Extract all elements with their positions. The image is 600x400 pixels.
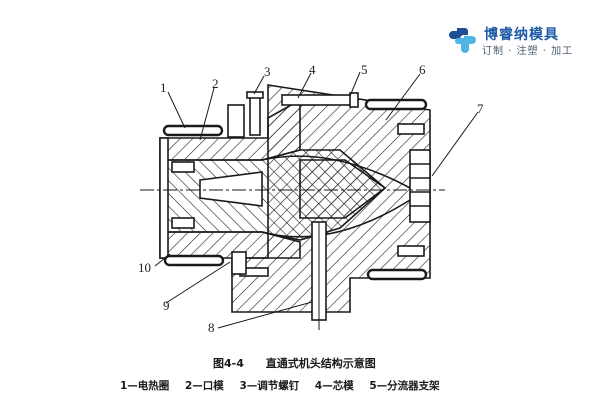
callout-9: 9 <box>163 298 170 313</box>
brand-name: 博睿纳模具 <box>484 27 559 43</box>
callout-7: 7 <box>477 101 484 116</box>
callout-10: 10 <box>138 260 151 275</box>
callout-6: 6 <box>419 62 426 77</box>
legend-item-5: 5—分流器支架 <box>369 380 440 392</box>
puzzle-cross-logo-icon <box>449 28 476 53</box>
callout-8: 8 <box>208 320 215 335</box>
figure-number: 图4-4 <box>213 357 244 370</box>
callout-5: 5 <box>361 62 368 77</box>
legend-item-2: 2—口模 <box>184 380 224 392</box>
callout-4: 4 <box>309 62 316 77</box>
legend-item-3: 3—调节螺钉 <box>239 380 300 392</box>
callout-3: 3 <box>264 64 271 79</box>
callout-1: 1 <box>160 80 167 95</box>
brand-logo: 博睿纳模具 订制 · 注塑 · 加工 <box>448 22 598 58</box>
figure-title: 直通式机头结构示意图 <box>265 357 376 370</box>
figure-caption: 图4-4 直通式机头结构示意图 <box>213 355 376 371</box>
parts-legend: 1—电热圈 2—口模 3—调节螺钉 4—芯模 5—分流器支架 <box>120 378 452 393</box>
legend-item-4: 4—芯模 <box>314 380 354 392</box>
brand-tagline: 订制 · 注塑 · 加工 <box>482 46 574 57</box>
legend-item-1: 1—电热圈 <box>120 380 170 392</box>
callout-2: 2 <box>212 76 219 91</box>
